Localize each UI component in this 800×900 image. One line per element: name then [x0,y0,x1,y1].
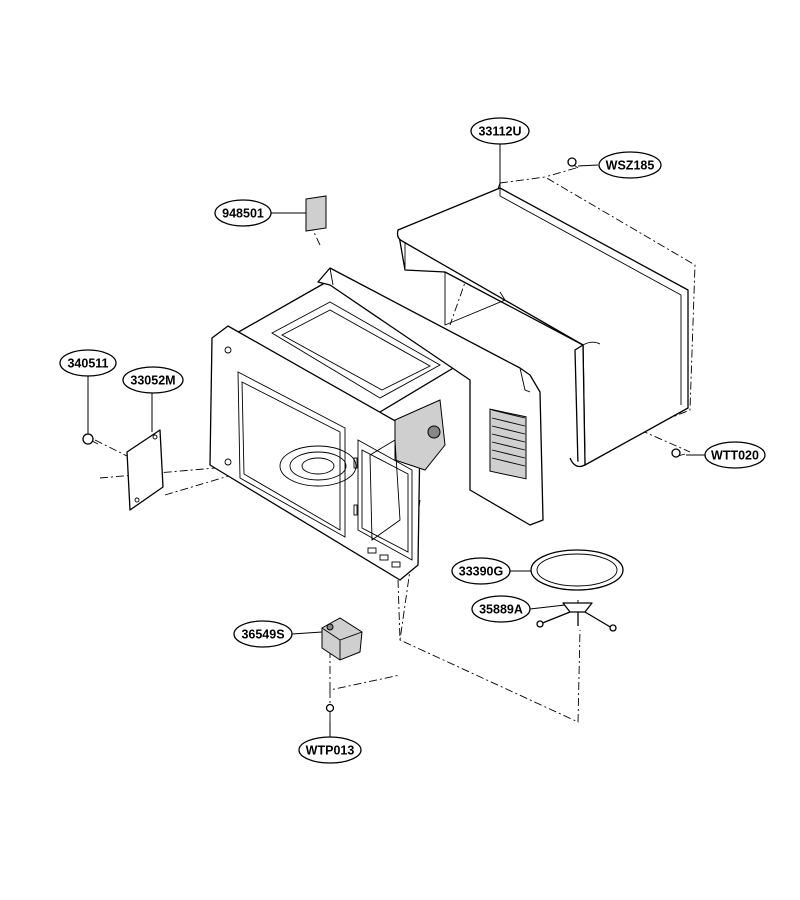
callout-33052M: 33052M [122,366,184,394]
part-340511-screw [82,433,99,445]
svg-text:WTT020: WTT020 [711,449,759,463]
callout-340511: 340511 [59,349,117,377]
svg-text:33112U: 33112U [478,125,521,139]
callout-948501: 948501 [214,199,272,227]
part-948501 [305,195,327,232]
part-36549S-motor [321,617,363,661]
part-33390G-tray [530,549,624,591]
svg-text:WTP013: WTP013 [306,744,355,758]
callout-WSZ185: WSZ185 [598,151,662,179]
callout-33112U: 33112U [470,117,530,145]
svg-text:33390G: 33390G [459,565,503,579]
part-WTP013-screw [325,703,335,722]
svg-text:WSZ185: WSZ185 [606,159,655,173]
callout-WTT020: WTT020 [704,441,766,469]
svg-text:340511: 340511 [67,357,108,371]
callout-36549S: 36549S [233,620,293,648]
callout-33390G: 33390G [451,557,511,585]
svg-text:36549S: 36549S [241,628,284,642]
part-35889A-roller [536,602,617,632]
part-WTT020-screw [671,448,686,458]
oven-chassis [209,267,544,581]
outer-cabinet [396,187,689,468]
callout-35889A: 35889A [471,595,531,623]
callout-WTP013: WTP013 [298,736,362,764]
leader-lines [87,144,705,738]
svg-text:35889A: 35889A [479,603,523,617]
part-WSZ185-screw [567,157,579,169]
svg-text:948501: 948501 [222,207,264,221]
svg-text:33052M: 33052M [130,374,175,388]
part-33052M [126,429,164,511]
